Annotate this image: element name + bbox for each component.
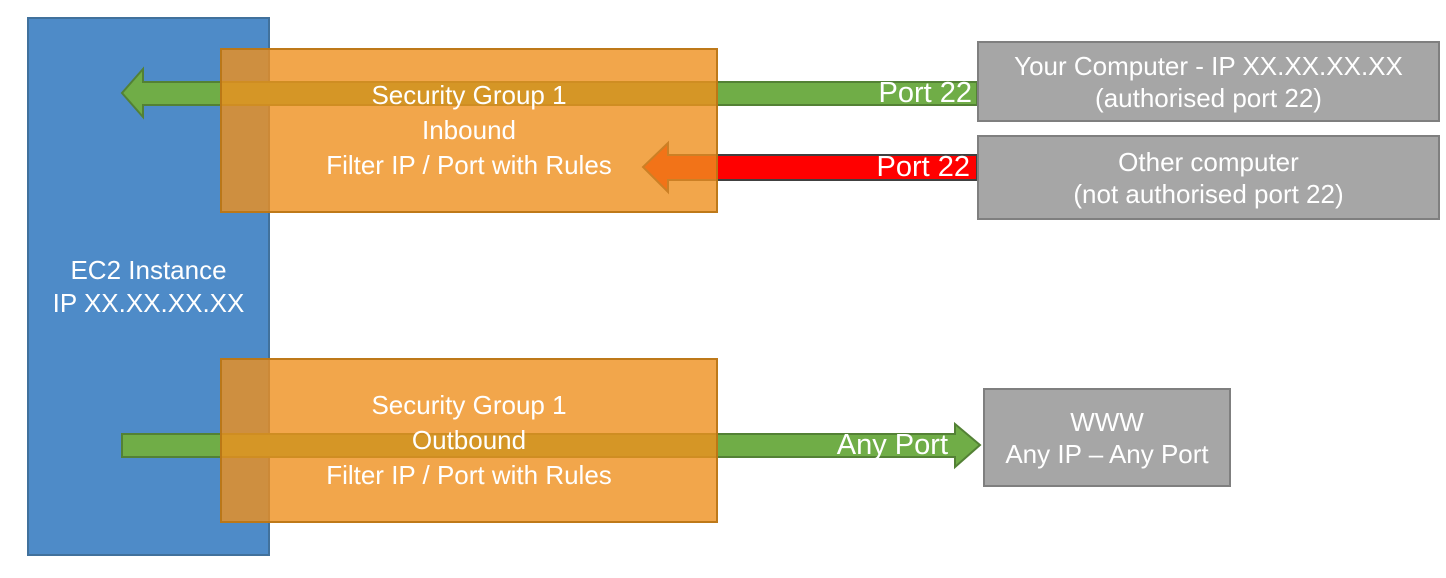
outbound-port-label: Any Port xyxy=(836,429,948,461)
your-computer-subtitle: (authorised port 22) xyxy=(1095,82,1322,113)
sg-inbound-title: Security Group 1 xyxy=(371,80,567,110)
security-group-outbound-box: Security Group 1 Outbound Filter IP / Po… xyxy=(220,358,718,523)
www-subtitle: Any IP – Any Port xyxy=(1005,438,1209,469)
sg-outbound-description: Filter IP / Port with Rules xyxy=(326,460,612,490)
your-computer-box: Your Computer - IP XX.XX.XX.XX (authoris… xyxy=(977,41,1440,122)
sg-inbound-description: Filter IP / Port with Rules xyxy=(326,150,612,180)
sg-outbound-direction: Outbound xyxy=(411,425,527,455)
other-computer-box: Other computer (not authorised port 22) xyxy=(977,135,1440,220)
inbound-allowed-port-label: Port 22 xyxy=(878,77,973,109)
inbound-blocked-port-label: Port 22 xyxy=(876,151,971,183)
other-computer-title: Other computer xyxy=(1118,146,1299,177)
ec2-instance-name: EC2 Instance xyxy=(70,254,227,285)
ec2-instance-ip: IP XX.XX.XX.XX xyxy=(52,287,245,318)
www-title: WWW xyxy=(1070,406,1144,437)
www-box: WWW Any IP – Any Port xyxy=(983,388,1231,487)
security-group-inbound-box: Security Group 1 Inbound Filter IP / Por… xyxy=(220,48,718,213)
other-computer-subtitle: (not authorised port 22) xyxy=(1073,178,1344,209)
your-computer-title: Your Computer - IP XX.XX.XX.XX xyxy=(1014,50,1403,81)
sg-outbound-title: Security Group 1 xyxy=(371,390,567,420)
sg-inbound-direction: Inbound xyxy=(422,115,516,145)
